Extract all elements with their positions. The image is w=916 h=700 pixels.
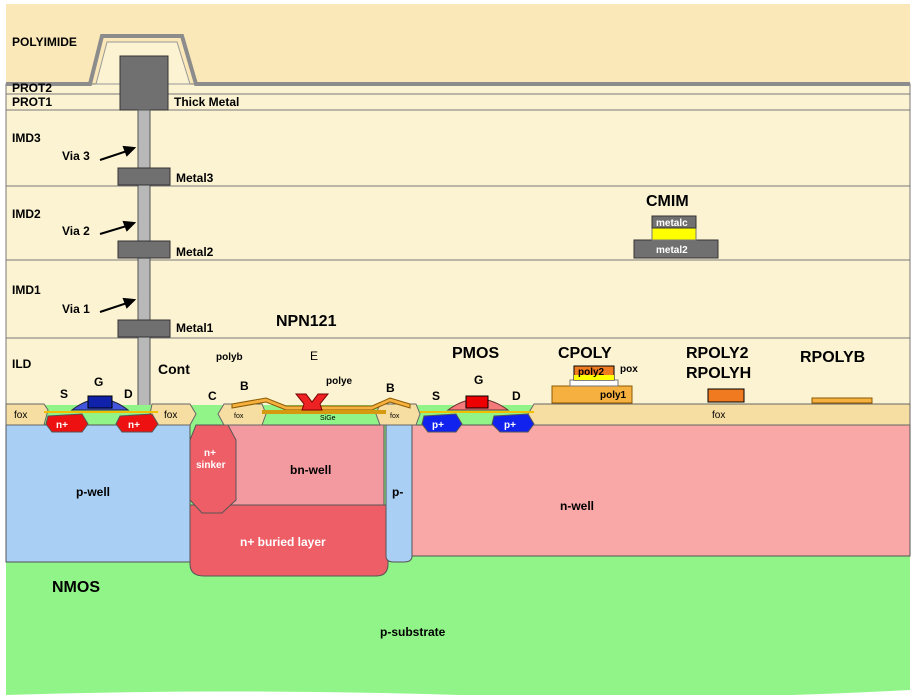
npn-polyb (231, 397, 411, 411)
npn-sige (262, 410, 386, 414)
thick-metal (119, 55, 169, 111)
npn121-label: NPN121 (276, 313, 337, 330)
cmim-dielectric (651, 227, 697, 241)
pox-label: pox (620, 364, 638, 375)
pmos-source-pplus (421, 413, 463, 433)
fox-left-label: fox (14, 410, 27, 421)
via2-label: Via 2 (62, 224, 90, 238)
nmos-d-label: D (124, 387, 133, 401)
pplus-drain-label: p+ (504, 420, 516, 431)
rpolyb-resistor (811, 397, 873, 404)
via-column (137, 109, 151, 411)
via-arrows (99, 145, 137, 313)
cmim-label: CMIM (646, 193, 689, 210)
fox-mid3-label: fox (390, 413, 400, 420)
metal1-label: Metal1 (176, 321, 214, 335)
nmos-label: NMOS (52, 579, 100, 596)
p-minus-label: p- (392, 485, 403, 499)
pplus-source-label: p+ (432, 420, 444, 431)
nmos-source-nplus (45, 413, 89, 433)
rpoly2-resistor (707, 388, 745, 403)
ild-label: ILD (12, 357, 32, 371)
ild-layer (5, 337, 911, 409)
fox-right-label: fox (712, 410, 725, 421)
metal3-label: Metal3 (176, 171, 214, 185)
pmos-label: PMOS (452, 345, 499, 362)
metal3-pad (117, 167, 171, 186)
nplus-source-label: n+ (56, 420, 68, 431)
pmos-gate (465, 395, 489, 409)
metal2-label: Metal2 (176, 245, 214, 259)
cmim-metalc (651, 215, 697, 229)
fox-left (5, 403, 49, 426)
npn-b-left-label: B (240, 379, 249, 393)
npn-b-right-label: B (386, 381, 395, 395)
via1-label: Via 1 (62, 302, 90, 316)
metal2-pad (117, 240, 171, 259)
rpoly2-label: RPOLY2 (686, 345, 749, 362)
polye-label: polye (326, 376, 353, 387)
metal2-cap-label: metal2 (656, 245, 688, 256)
imd2-label: IMD2 (12, 207, 41, 221)
npn-polye (294, 393, 330, 411)
cpoly-poly2-base (574, 375, 614, 380)
p-well-label: p-well (76, 485, 110, 499)
polyb-label: polyb (216, 352, 243, 363)
n-buried-label: n+ buried layer (240, 535, 326, 549)
cont-label: Cont (158, 361, 190, 377)
rpolyb-label: RPOLYB (800, 349, 865, 366)
npn-e-label: E (310, 349, 318, 363)
thick-metal-label: Thick Metal (174, 95, 239, 109)
polyimide-label: POLYIMIDE (12, 35, 77, 49)
prot2-label: PROT2 (12, 81, 52, 95)
nmos-gate (87, 395, 113, 409)
npn-c-label: C (208, 389, 217, 403)
nmos-drain-nplus (115, 413, 159, 433)
n-sinker-label-2: sinker (196, 460, 226, 471)
prot1-label: PROT1 (12, 95, 52, 109)
nmos-s-label: S (60, 387, 68, 401)
sige-label: SiGe (320, 415, 336, 422)
prot2-bump (6, 34, 910, 86)
imd1-label: IMD1 (12, 283, 41, 297)
via3-label: Via 3 (62, 149, 90, 163)
fox-npn-base (217, 403, 267, 426)
nmos-g-label: G (94, 375, 103, 389)
bn-well-label: bn-well (290, 463, 331, 477)
p-minus-region (385, 424, 413, 563)
imd3-label: IMD3 (12, 131, 41, 145)
cpoly-label: CPOLY (558, 345, 612, 362)
fox-mid1-label: fox (164, 410, 177, 421)
fox-mid2-label: fox (234, 413, 244, 420)
pmos-g-label: G (474, 373, 483, 387)
rpolyh-label: RPOLYH (686, 365, 751, 382)
poly2-label: poly2 (578, 367, 605, 378)
n-well-region (409, 424, 911, 557)
pmos-drain-pplus (491, 413, 535, 433)
nplus-drain-label: n+ (128, 420, 140, 431)
bottom-edge (6, 690, 910, 700)
n-sinker-region (189, 424, 237, 514)
pmos-s-label: S (432, 389, 440, 403)
poly1-label: poly1 (600, 390, 627, 401)
n-buried-layer-region (189, 504, 389, 577)
cpoly-pox (569, 379, 619, 387)
p-substrate-label: p-substrate (380, 625, 446, 639)
n-well-label: n-well (560, 499, 594, 513)
pmos-d-label: D (512, 389, 521, 403)
metalc-label: metalc (656, 218, 688, 229)
n-sinker-label-1: n+ (204, 448, 216, 459)
metal1-pad (117, 319, 171, 338)
